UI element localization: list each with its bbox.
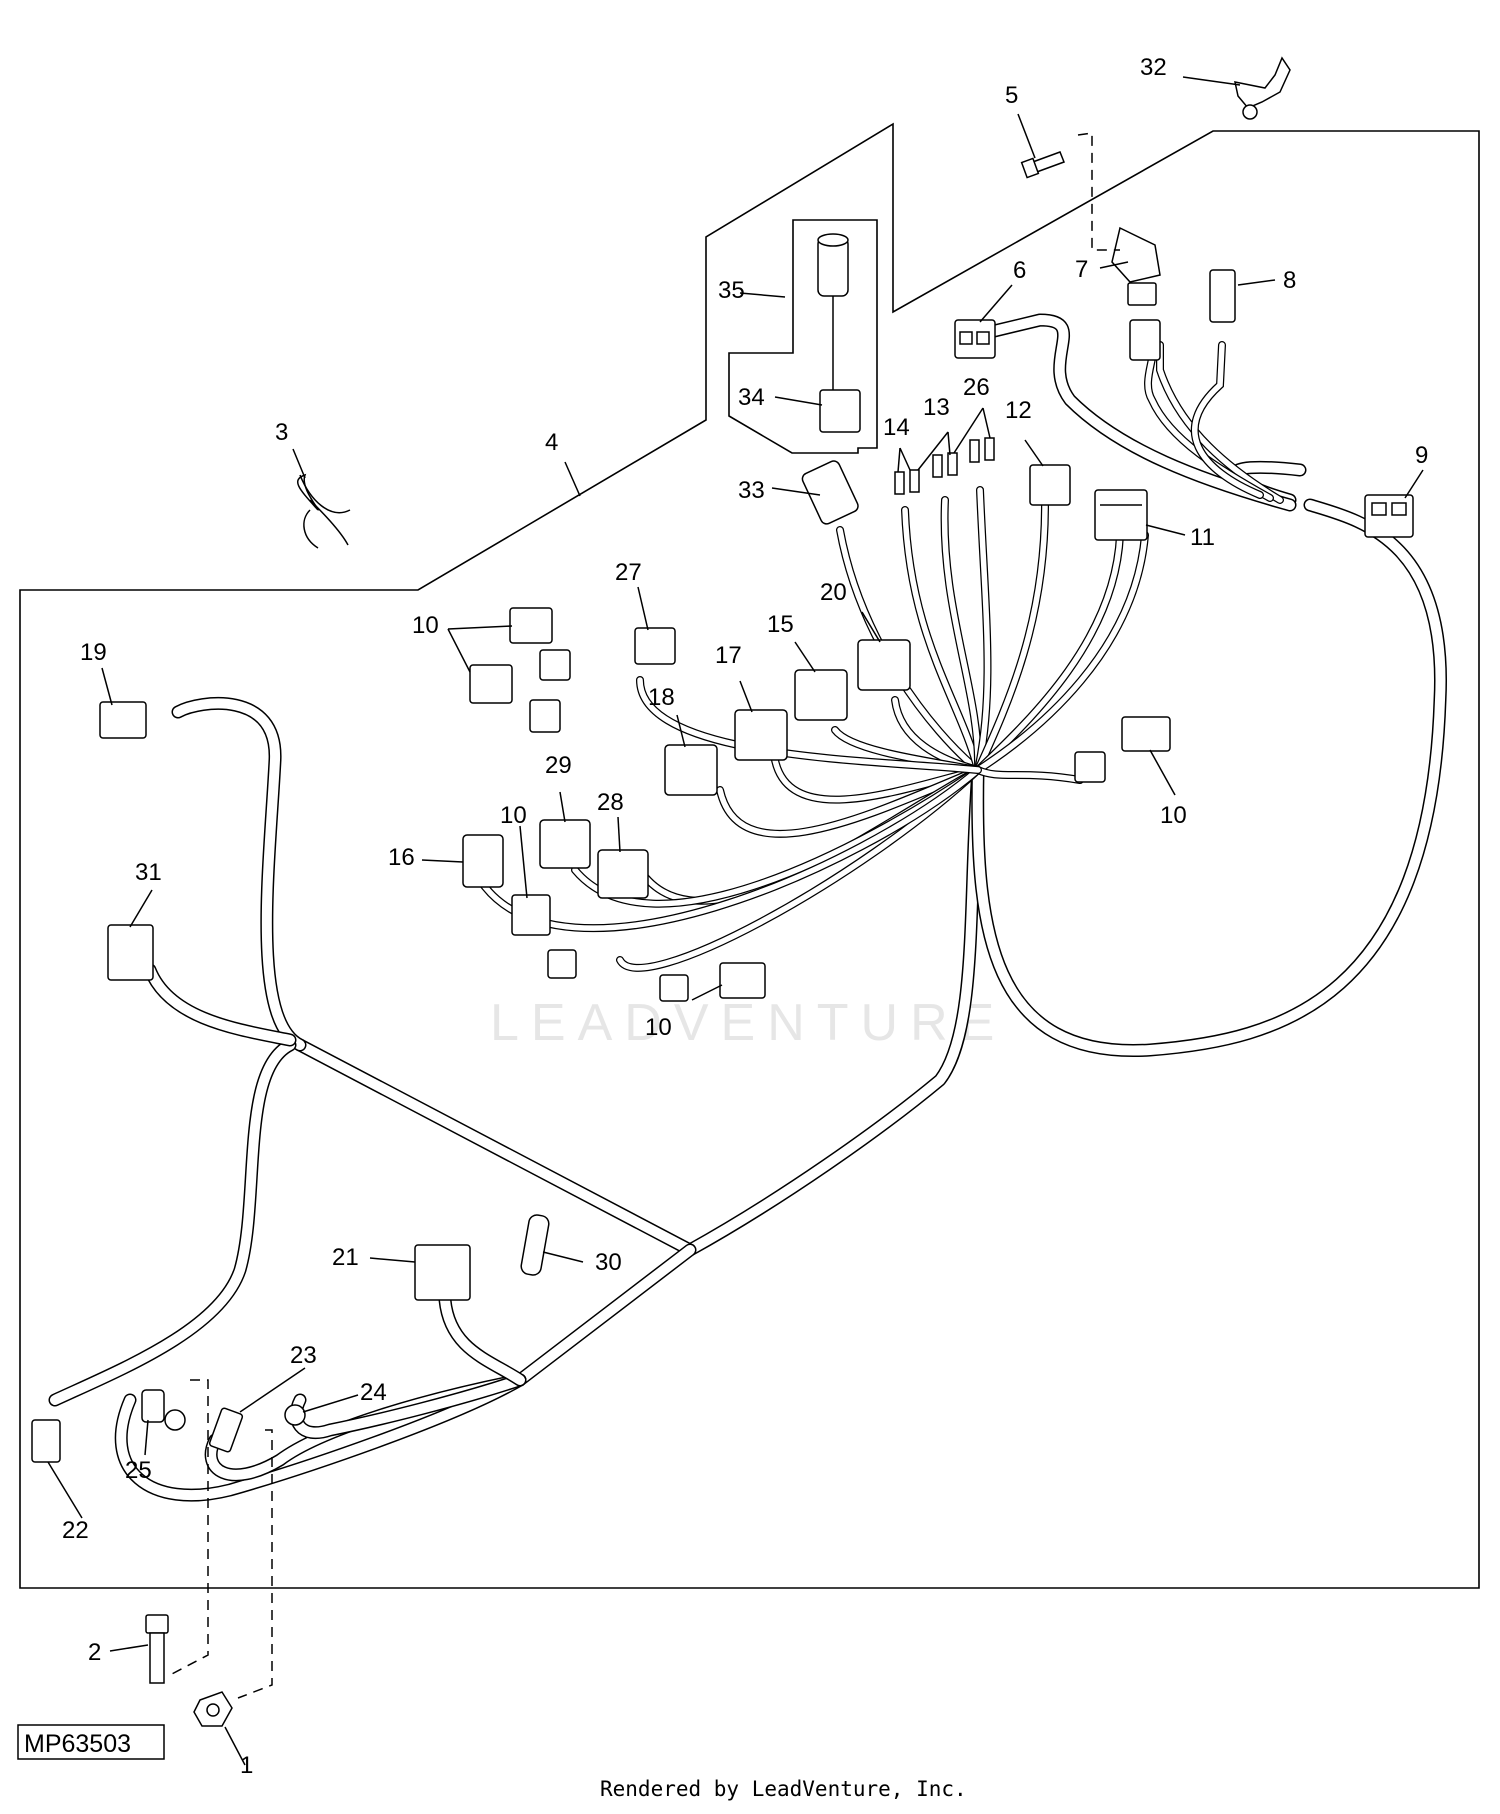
connector-29 [539,819,591,869]
callout-4: 4 [545,429,558,456]
callout-28: 28 [597,789,624,816]
connector-34 [819,389,861,433]
callout-18: 18 [648,684,675,711]
callout-21: 21 [332,1244,359,1271]
connector-8 [1209,269,1236,323]
cap-35 [817,233,849,390]
callout-27: 27 [615,559,642,586]
callout-22: 22 [62,1517,89,1544]
connector-20 [857,639,911,691]
callout-10-lower: 10 [645,1014,672,1041]
callout-17: 17 [715,642,742,669]
screw-5 [1020,151,1065,179]
callout-2: 2 [88,1639,101,1666]
callout-20: 20 [820,579,847,606]
callout-32: 32 [1140,54,1167,81]
sleeve-30 [520,1214,550,1276]
connector-7b [1129,319,1161,361]
callout-10-upper: 10 [412,612,439,639]
leader-lines [47,76,1424,1766]
watermark: LEADVENTURE [490,994,1006,1052]
connector-9 [1364,494,1414,538]
connectors-10-lower [511,894,766,1002]
callout-33: 33 [738,477,765,504]
callout-26: 26 [963,374,990,401]
connector-27 [634,627,676,665]
callout-10-right: 10 [1160,802,1187,829]
callout-34: 34 [738,384,765,411]
callout-8: 8 [1283,267,1296,294]
connector-22 [31,1419,61,1463]
harness-frame [19,122,1480,1589]
callout-19: 19 [80,639,107,666]
nut-1 [193,1691,233,1727]
callout-15: 15 [767,611,794,638]
connector-31 [107,924,154,981]
callout-1: 1 [240,1752,253,1779]
connector-11 [1094,489,1148,541]
callout-3: 3 [275,419,288,446]
bolt-2 [145,1614,169,1684]
assembly-dashed-lines [169,132,1120,1699]
figure-id: MP63503 [24,1730,131,1758]
connector-15 [794,669,848,721]
figure-id-box: MP63503 [17,1724,165,1760]
callout-14: 14 [883,414,910,441]
connector-19 [99,701,147,739]
callout-23: 23 [290,1342,317,1369]
band-3 [297,473,351,549]
terminal-23 [208,1407,244,1453]
callout-labels: 1 2 3 4 5 6 7 8 9 10 10 10 10 11 12 13 1… [62,54,1428,1779]
connector-16 [462,834,504,888]
terminals-13-14-26 [894,437,995,495]
callout-35: 35 [718,277,745,304]
callout-9: 9 [1415,442,1428,469]
callout-12: 12 [1005,397,1032,424]
callout-16: 16 [388,844,415,871]
inset-frame-34-35 [728,219,878,454]
callout-10-middle: 10 [500,802,527,829]
callout-13: 13 [923,394,950,421]
callout-7: 7 [1075,256,1088,283]
connector-12 [1029,464,1071,506]
callout-29: 29 [545,752,572,779]
connector-21 [414,1244,471,1301]
harness-wires [48,313,1447,1502]
callout-6: 6 [1013,257,1026,284]
ring-terminal-25 [141,1389,186,1431]
fuse-holder-5 [1111,226,1161,283]
fuse-7 [1127,282,1157,306]
connector-17 [734,709,788,761]
ring-terminal-24 [284,1404,306,1426]
callout-5: 5 [1005,82,1018,109]
connector-33 [801,460,859,525]
callout-24: 24 [360,1379,387,1406]
credit-text: Rendered by LeadVenture, Inc. [600,1777,967,1801]
clip-32 [1234,56,1291,120]
connectors-10-right [1074,716,1171,783]
callout-25: 25 [125,1457,152,1484]
connector-18 [664,744,718,796]
callout-30: 30 [595,1249,622,1276]
connector-28 [597,849,649,899]
connector-6 [954,319,996,359]
callout-11: 11 [1190,524,1215,551]
callout-31: 31 [135,859,162,886]
connector-wire-bundle [476,486,1149,972]
